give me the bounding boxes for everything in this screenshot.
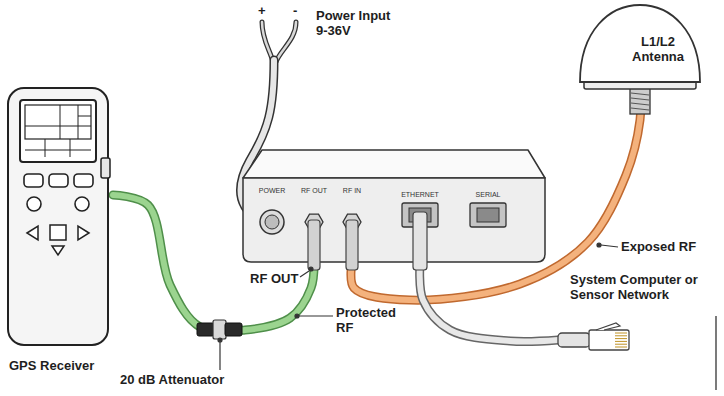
power-spec: Power Input 9-36V — [316, 8, 400, 38]
rj45-plug — [558, 323, 629, 350]
gps-receiver-body — [52, 246, 64, 255]
plug-contact — [615, 341, 627, 342]
leader-line — [299, 315, 333, 316]
port-label: POWER — [259, 187, 285, 195]
cable-boot — [308, 212, 427, 270]
port-label: SERIAL — [476, 191, 501, 199]
rj45-plug — [596, 323, 620, 330]
splitter-housing — [243, 150, 545, 262]
antenna — [630, 88, 650, 114]
ethernet-cable — [420, 262, 558, 341]
bracket-line — [715, 316, 716, 390]
port-label: RF OUT — [301, 187, 327, 195]
gps-receiver-body — [60, 105, 61, 139]
gps-receiver-body — [8, 88, 110, 345]
serial-jack — [470, 203, 506, 227]
attenuator — [197, 323, 214, 336]
plug-contact — [615, 333, 627, 334]
leader-line — [597, 243, 601, 247]
splitter-unit: POWER RF OUT RF IN ETHERNET SERIAL — [243, 150, 545, 262]
power-port — [260, 210, 284, 234]
signal-callout: Protected RF — [336, 305, 402, 335]
gps-receiver-body — [78, 226, 89, 240]
gps-receiver-body — [45, 139, 46, 157]
ethernet-cable — [420, 262, 558, 341]
antenna-thread — [631, 103, 649, 105]
leader-line — [295, 314, 299, 318]
antenna-label: L1/L2 Antenna — [629, 34, 687, 64]
gps-receiver-body — [70, 139, 71, 157]
leader-line — [219, 342, 220, 370]
destination-label: System Computer or Sensor Network — [570, 272, 710, 302]
serial-jack — [470, 203, 506, 227]
device-name: GPS Receiver — [9, 358, 94, 373]
antenna-thread — [631, 98, 649, 100]
power-port — [265, 215, 279, 229]
ethernet-cable — [420, 262, 558, 341]
power-cable — [262, 22, 273, 62]
rj45-plug — [558, 333, 590, 347]
cable-boot — [413, 212, 427, 270]
power-cable — [276, 22, 296, 62]
plug-contact — [615, 335, 627, 336]
network-plug: System Computer or Sensor Network — [558, 270, 720, 350]
gps-receiver-body — [25, 126, 91, 127]
splitter-housing — [243, 178, 545, 262]
signal-callout: Exposed RF — [621, 239, 696, 254]
leader-line — [218, 243, 618, 370]
attenuator — [213, 320, 226, 339]
power-cable — [276, 22, 296, 62]
gps-receiver-body — [24, 174, 43, 187]
gps-receiver-body — [25, 105, 91, 139]
serial-jack — [477, 208, 499, 222]
leader-line — [309, 267, 313, 271]
attenuator — [225, 323, 242, 336]
leader-line — [300, 271, 309, 277]
power-cable — [262, 22, 273, 62]
gps-receiver-body — [27, 226, 38, 240]
plug-contact — [615, 347, 627, 348]
terminal-sign: - — [293, 3, 297, 18]
plug-contact — [615, 344, 627, 345]
antenna — [580, 5, 700, 114]
gps-receiver-body — [20, 100, 96, 162]
terminal-sign: + — [258, 3, 266, 18]
splitter-housing — [243, 150, 545, 178]
rj45-plug — [589, 330, 629, 350]
plug-contact — [615, 333, 627, 347]
gps-receiver-body — [49, 174, 68, 187]
antenna-thread — [631, 93, 649, 95]
gps-receiver-body — [50, 225, 66, 240]
port-label: ETHERNET — [401, 191, 439, 199]
gps-receiver-body — [27, 197, 41, 211]
power-port — [260, 210, 284, 234]
gps-receiver-body — [25, 150, 91, 151]
antenna-thread — [631, 93, 649, 110]
gps-receiver-body — [78, 116, 91, 117]
gps-receiver-body — [8, 88, 108, 345]
gps-receiver-body — [101, 158, 110, 178]
cable-boot — [346, 220, 358, 270]
port-label: RF IN — [343, 187, 361, 195]
attenuator — [197, 320, 242, 339]
antenna-thread — [631, 108, 649, 110]
part-callout: 20 dB Attenuator — [120, 372, 224, 387]
cable-boot — [308, 220, 320, 270]
antenna — [580, 5, 700, 82]
gps-receiver: GPS Receiver — [5, 88, 113, 380]
gps-receiver-body — [74, 174, 93, 187]
leader-line — [218, 338, 222, 342]
port-callout: RF OUT — [250, 271, 298, 286]
gps-receiver-body — [75, 197, 89, 211]
leader-line — [601, 245, 618, 247]
gps-receiver-body — [78, 105, 79, 139]
antenna-dome: L1/L2 Antenna — [580, 5, 700, 85]
plug-contact — [615, 338, 627, 339]
